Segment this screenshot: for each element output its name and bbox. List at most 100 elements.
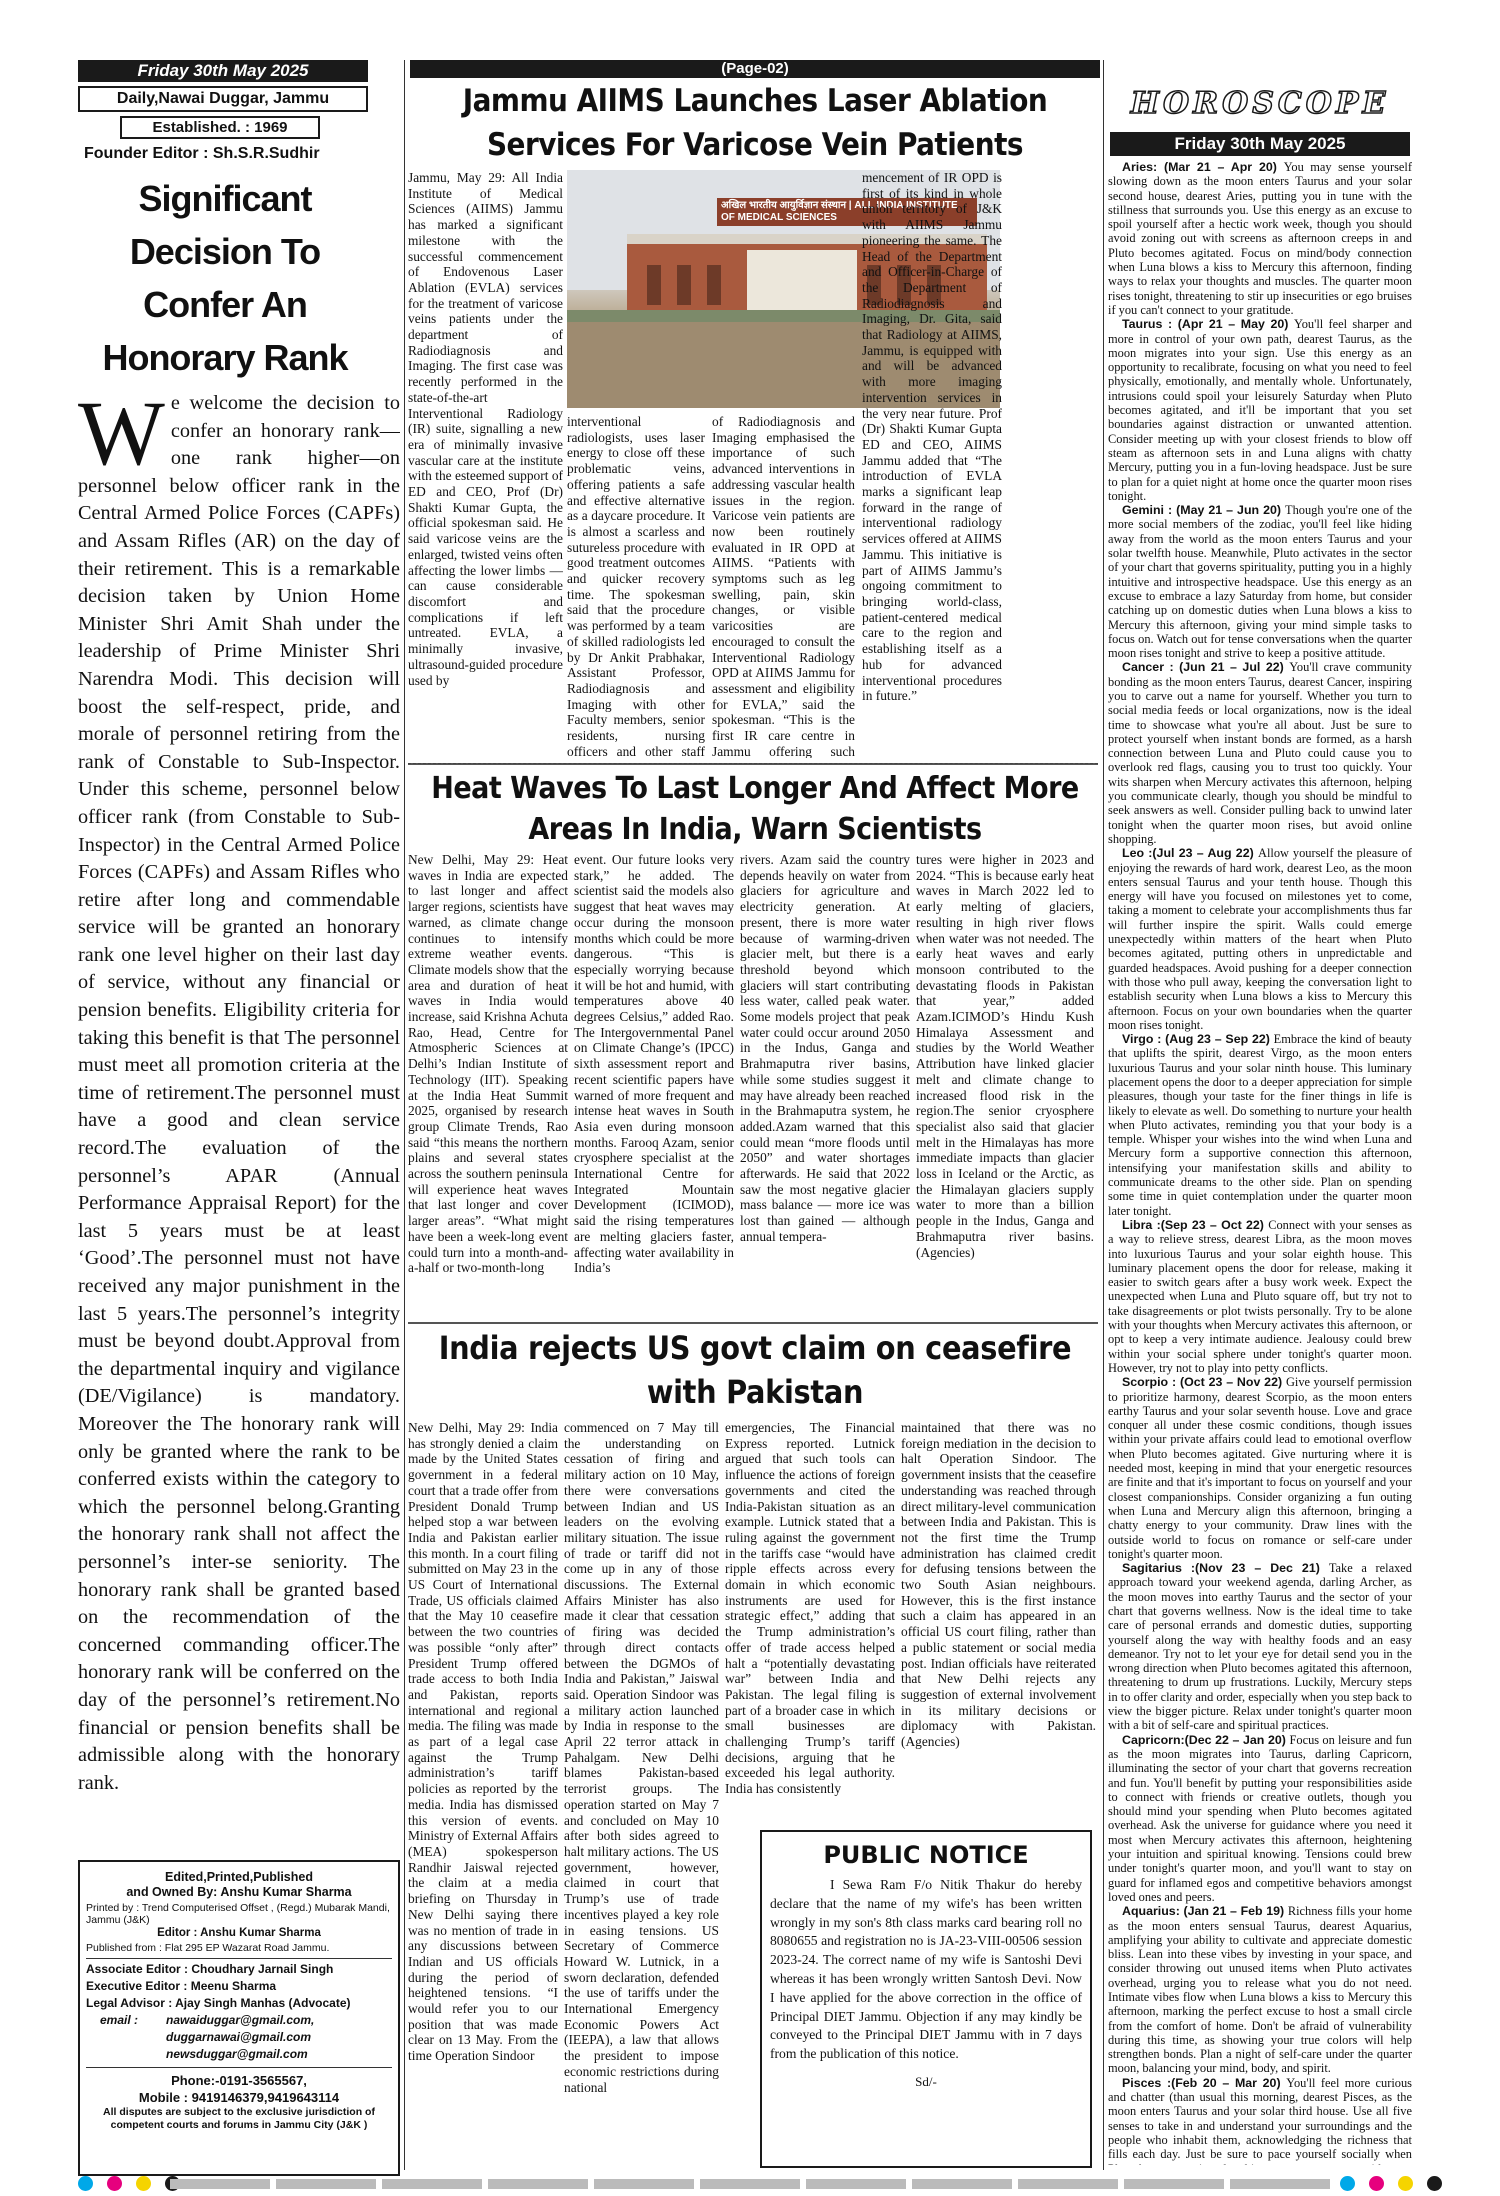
horoscope-text: Focus on leisure and fun as the moon mig… [1108,1732,1412,1904]
horoscope-sign-label: Cancer : (Jun 21 – Jul 22) [1122,660,1290,675]
horoscope-entry: Cancer : (Jun 21 – Jul 22) You'll crave … [1108,660,1412,846]
registration-marks-right [1340,2176,1442,2191]
horoscope-sign-label: Leo :(Jul 23 – Aug 22) [1122,846,1258,861]
horoscope-list: Aries: (Mar 21 – Apr 20) You may sense y… [1108,160,1412,2165]
ceasefire-headline: India rejects US govt claim on ceasefire… [438,1329,1072,1411]
horoscope-text: Richness fills your home as the moon ent… [1108,1904,1412,2076]
registration-yellow-dot [136,2176,151,2191]
ceasefire-column-1: New Delhi, May 29: India has strongly de… [408,1420,558,2064]
horoscope-sign-label: Taurus : (Apr 21 – May 20) [1122,317,1295,332]
horoscope-sign-label: Sagitarius :(Nov 23 – Dec 21) [1122,1561,1329,1576]
imprint-executive-editor: Executive Editor : Meenu Sharma [86,1979,277,1993]
horoscope-sign-label: Libra :(Sep 23 – Oct 22) [1122,1217,1269,1232]
heat-column-1: New Delhi, May 29: Heat waves in India a… [408,852,568,1276]
aiims-column-1: Jammu, May 29: All India Institute of Me… [408,170,563,688]
horoscope-text: Give yourself permission to prioritize h… [1108,1375,1412,1561]
aiims-column-3: of Radiodiagnosis and Imaging emphasised… [712,414,855,758]
email-address-1[interactable]: nawaiduggar@gmail.com, [166,2013,315,2027]
horoscope-entry: Taurus : (Apr 21 – May 20) You'll feel s… [1108,317,1412,503]
aiims-building-photo: अखिल भारतीय आयुर्विज्ञान संस्थान | ALL I… [567,170,1000,408]
horoscope-text: You'll feel more curious and chatter (th… [1108,2075,1412,2165]
heat-column-3: rivers. Azam said the country depends he… [740,852,910,1244]
horoscope-text: Embrace the kind of beauty that uplifts … [1108,1032,1412,1218]
issue-date-banner: Friday 30th May 2025 [78,60,368,82]
horoscope-sign-label: Pisces :(Feb 20 – Mar 20) [1122,2075,1287,2090]
public-notice-title: PUBLIC NOTICE [823,1841,1029,1869]
registration-magenta-dot [1369,2176,1384,2191]
imprint-associate-editor: Associate Editor : Choudhary Jarnail Sin… [86,1962,334,1976]
horoscope-sign-label: Virgo : (Aug 23 – Sep 22) [1122,1032,1274,1047]
imprint-box: Edited,Printed,Published and Owned By: A… [78,1860,400,2176]
horoscope-sign-label: Gemini : (May 21 – Jun 20) [1122,503,1286,518]
ceasefire-column-4: maintained that there was no foreign med… [901,1420,1096,1750]
horoscope-sign-label: Capricorn:(Dec 22 – Jan 20) [1122,1732,1290,1747]
horoscope-entry: Scorpio : (Oct 23 – Nov 22) Give yoursel… [1108,1375,1412,1561]
registration-black-dot [1427,2176,1442,2191]
horoscope-entry: Aquarius: (Jan 21 – Feb 19) Richness fil… [1108,1904,1412,2076]
founder-editor: Founder Editor : Sh.S.R.Sudhir [84,145,320,162]
horoscope-entry: Leo :(Jul 23 – Aug 22) Allow yourself th… [1108,846,1412,1032]
aiims-bottom-rule [408,763,1098,765]
imprint-mobile: Mobile : 9419146379,9419643114 [138,2090,340,2105]
horoscope-entry: Virgo : (Aug 23 – Sep 22) Embrace the ki… [1108,1032,1412,1218]
aiims-headline-line1: Jammu AIIMS Launches Laser Ablation [462,83,1048,119]
registration-cyan-dot [1340,2176,1355,2191]
public-notice-body: I Sewa Ram F/o Nitik Thakur do hereby de… [770,1877,1082,2062]
horoscope-entry: Sagitarius :(Nov 23 – Dec 21) Take a rel… [1108,1561,1412,1733]
horoscope-text: Connect with your senses as a way to rel… [1108,1217,1412,1375]
heat-headline: Heat Waves To Last Longer And Affect Mor… [431,771,1079,847]
horoscope-text: You may sense yourself slowing down as t… [1108,160,1412,317]
registration-magenta-dot [107,2176,122,2191]
registration-yellow-dot [1398,2176,1413,2191]
editorial-text: e welcome the decision to confer an hono… [78,392,400,1794]
horoscope-entry: Libra :(Sep 23 – Oct 22) Connect with yo… [1108,1218,1412,1375]
heat-column-4: tures were higher in 2023 and 2024. “Thi… [916,852,1094,1260]
aiims-building-illustration [567,170,1000,408]
email-address-3[interactable]: newsduggar@gmail.com [166,2047,308,2061]
horoscope-sign-label: Aquarius: (Jan 21 – Feb 19) [1122,1904,1288,1919]
heat-bottom-rule [408,1322,1098,1324]
horoscope-text: You'll feel sharper and more in control … [1108,317,1412,503]
imprint-phone: Phone:-0191-3565567, [171,2073,307,2088]
imprint-line2: and Owned By: Anshu Kumar Sharma [126,1885,352,1899]
registration-marks-left [78,2176,180,2191]
imprint-legal-advisor: Legal Advisor : Ajay Singh Manhas (Advoc… [86,1996,351,2010]
column-rule-right [1103,60,1104,2170]
page-number-banner: (Page-02) [410,60,1100,78]
imprint-editor: Editor : Anshu Kumar Sharma [157,1927,321,1939]
registration-cyan-dot [78,2176,93,2191]
horoscope-entry: Capricorn:(Dec 22 – Jan 20) Focus on lei… [1108,1733,1412,1905]
aiims-column-4: mencement of IR OPD is first of its kind… [862,170,1002,704]
ceasefire-column-2: commenced on 7 May till the understandin… [564,1420,719,2095]
horoscope-text: Allow yourself the pleasure of enjoying … [1108,846,1412,1032]
horoscope-sign-label: Aries: (Mar 21 – Apr 20) [1122,160,1284,174]
horoscope-text: Though you're one of the more social mem… [1108,503,1412,661]
imprint-published: Published from : Flat 295 EP Wazarat Roa… [86,1941,392,1959]
editorial-title: Significant Decision To Confer An Honora… [102,178,348,378]
ceasefire-column-3: emergencies, The Financial Express repor… [725,1420,895,1797]
horoscope-text: You'll crave community bonding as the mo… [1108,660,1412,846]
imprint-printer: Printed by : Trend Computerised Offset ,… [86,1902,390,1926]
email-address-2[interactable]: duggarnawai@gmail.com [166,2030,312,2044]
registration-gray-bar [170,2179,1330,2189]
established-label: Established. : 1969 [120,116,320,139]
public-notice-box: PUBLIC NOTICE I Sewa Ram F/o Nitik Thaku… [760,1830,1092,2168]
paper-name: Daily,Nawai Duggar, Jammu [78,86,368,112]
horoscope-text: Take a relaxed approach toward your week… [1108,1561,1412,1733]
imprint-email-label: email : [100,2013,139,2027]
horoscope-title: HOROSCOPE [1130,85,1390,122]
aiims-headline-line2: Services For Varicose Vein Patients [486,127,1024,163]
aiims-column-2: interventional radiologists, uses laser … [567,414,705,758]
horoscope-entry: Pisces :(Feb 20 – Mar 20) You'll feel mo… [1108,2076,1412,2165]
public-notice-signature: Sd/- [915,2073,937,2089]
horoscope-entry: Gemini : (May 21 – Jun 20) Though you're… [1108,503,1412,660]
aiims-photo-sign: अखिल भारतीय आयुर्विज्ञान संस्थान | ALL I… [717,198,977,226]
horoscope-date-banner: Friday 30th May 2025 [1110,132,1410,156]
heat-column-2: event. Our future looks very stark,” he … [574,852,734,1276]
horoscope-sign-label: Scorpio : (Oct 23 – Nov 22) [1122,1375,1286,1390]
column-rule-left [404,60,405,2170]
horoscope-entry: Aries: (Mar 21 – Apr 20) You may sense y… [1108,160,1412,317]
editorial-drop-cap: W [78,390,165,484]
imprint-jurisdiction: All disputes are subject to the exclusiv… [103,2106,375,2131]
